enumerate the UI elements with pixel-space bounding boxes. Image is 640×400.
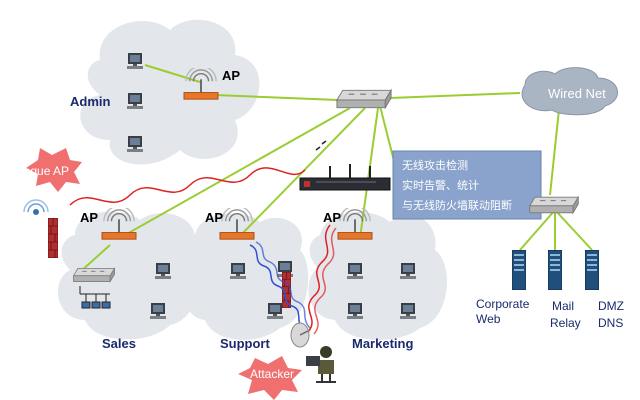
- ap-marketing-label: AP: [323, 210, 341, 225]
- server-dmz-label-1: DMZ: [598, 299, 624, 313]
- attack-wave-red: [307, 224, 337, 335]
- attacker-figure-icon: [306, 346, 336, 383]
- wired-net-cloud: [521, 67, 619, 116]
- ap-admin-label: AP: [222, 68, 240, 83]
- marketing-pc-4: [400, 303, 416, 319]
- sales-lan-icon: [79, 286, 111, 309]
- marketing-pc-1: [347, 263, 363, 279]
- rogue-ap-label: Rogue AP: [15, 164, 69, 178]
- server-corporate-label-1: Corporate: [476, 297, 530, 311]
- ap-sales-label: AP: [80, 210, 98, 225]
- attacker-dish-icon: [290, 322, 310, 348]
- mail-relay-server-icon: [548, 250, 562, 290]
- info-line-2: 实时告警、统计: [402, 178, 479, 192]
- marketing-pc-3: [347, 303, 363, 319]
- server-corporate-label-2: Web: [476, 312, 501, 326]
- server-mail-label-1: Mail: [552, 299, 574, 313]
- sales-switch-icon: [72, 267, 116, 283]
- admin-pc-3: [127, 136, 143, 152]
- rogue-ap-antenna-icon: [23, 199, 49, 215]
- admin-pc-2: [127, 93, 143, 109]
- zone-support-label: Support: [220, 336, 270, 351]
- dmz-switch-icon: [529, 196, 579, 214]
- rogue-ap-burst: [26, 148, 82, 192]
- cloud-admin: [80, 19, 260, 165]
- zone-sales-label: Sales: [102, 336, 136, 351]
- info-box: [392, 150, 542, 220]
- marketing-pc-2: [400, 263, 416, 279]
- core-switch-icon: [336, 89, 392, 109]
- info-line-3: 与无线防火墙联动阻断: [402, 198, 512, 212]
- server-mail-label-2: Relay: [550, 316, 581, 330]
- wireless-firewall-appliance: [299, 164, 391, 191]
- attacker-burst: [238, 356, 302, 400]
- attacker-label: Attacker: [250, 367, 294, 381]
- server-dmz-label-2: DNS: [598, 316, 623, 330]
- corporate-web-server-icon: [512, 250, 526, 290]
- wired-net-label: Wired Net: [548, 86, 606, 101]
- ap-support-label: AP: [205, 210, 223, 225]
- rogue-ap-signal-wave: [69, 167, 306, 206]
- info-line-1: 无线攻击检测: [402, 158, 468, 172]
- support-pc-3: [267, 303, 283, 319]
- sales-pc-1: [155, 263, 171, 279]
- zone-admin-label: Admin: [70, 94, 111, 109]
- sales-pc-2: [150, 303, 166, 319]
- attack-wave-blue: [249, 241, 311, 331]
- zone-marketing-label: Marketing: [352, 336, 413, 351]
- dmz-dns-server-icon: [585, 250, 599, 290]
- support-pc-1: [230, 263, 246, 279]
- admin-pc-1: [127, 53, 143, 69]
- cloud-marketing: [308, 212, 447, 340]
- link-break-mark: [315, 140, 327, 151]
- sales-firewall-icon: [48, 218, 58, 258]
